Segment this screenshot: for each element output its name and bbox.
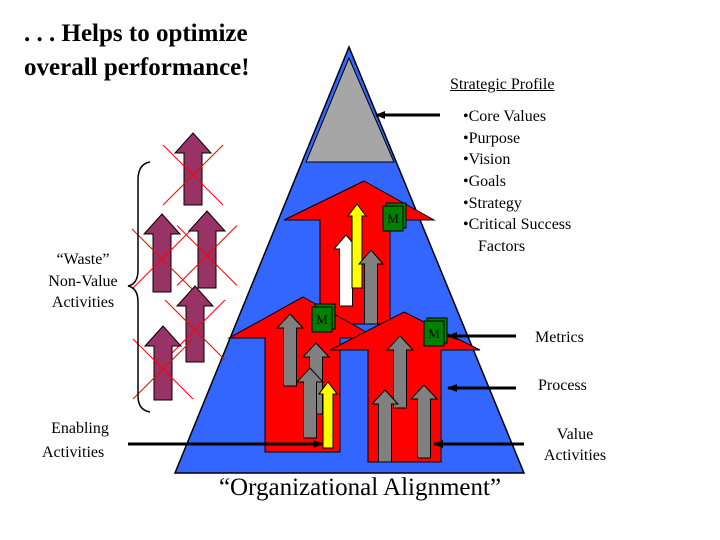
waste-arrow	[175, 285, 215, 363]
profile-item-factors: Factors	[478, 238, 526, 255]
enabling-label-line-2: Activities	[42, 444, 105, 461]
metrics-label: Metrics	[535, 329, 584, 346]
waste-cross-line	[132, 338, 194, 400]
profile-item-purpose: •Purpose	[463, 130, 521, 147]
title-line-1: . . . Helps to optimize	[24, 20, 248, 47]
waste-label-line-3: Activities	[51, 294, 115, 311]
waste-label-line-1: “Waste”	[56, 251, 110, 268]
profile-item-critical-success: •Critical Success	[463, 216, 572, 233]
title-line-2: overall performance!	[24, 54, 250, 81]
waste-label-line-2: Non-Value	[48, 273, 118, 290]
metric-box-letter: M	[428, 326, 440, 341]
waste-arrow	[142, 213, 182, 293]
metric-box: M	[423, 317, 448, 347]
enabling-label-line-1: Enabling	[51, 420, 109, 437]
value-label-line-1: Value	[556, 426, 594, 443]
gray-arrow	[357, 249, 385, 325]
profile-item-goals: •Goals	[463, 173, 506, 190]
waste-arrow	[187, 210, 227, 289]
metric-box: M	[382, 202, 407, 232]
yellow-arrow	[347, 203, 367, 289]
waste-cross-line	[131, 228, 193, 290]
gray-arrow	[409, 384, 439, 459]
waste-cross-line	[164, 299, 226, 361]
metric-box-letter: M	[387, 211, 399, 226]
metric-box: M	[311, 303, 336, 333]
waste-cross-line	[162, 144, 224, 206]
waste-arrow	[173, 132, 213, 206]
profile-item-vision: •Vision	[463, 151, 511, 168]
gray-arrow	[385, 335, 415, 409]
gray-arrow	[295, 367, 325, 439]
pyramid-apex	[305, 56, 395, 163]
profile-item-core-values: •Core Values	[463, 108, 547, 125]
profile-item-strategy: •Strategy	[463, 195, 522, 212]
waste-brace	[127, 161, 151, 413]
gray-arrow	[370, 389, 400, 463]
waste-cross-line	[176, 225, 238, 286]
waste-arrow	[143, 325, 183, 401]
organizational-alignment-title: “Organizational Alignment”	[218, 474, 502, 501]
process-label: Process	[538, 377, 587, 394]
yellow-arrow	[318, 381, 338, 449]
value-label-line-2: Activities	[543, 447, 607, 464]
strategic-profile-heading: Strategic Profile	[450, 76, 555, 93]
metric-box-letter: M	[316, 312, 328, 327]
gray-arrow	[275, 313, 305, 387]
